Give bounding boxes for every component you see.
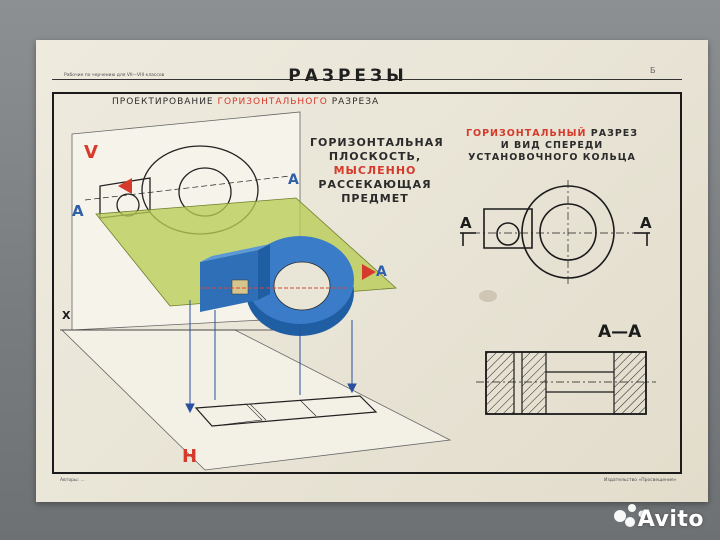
label-h: H [182, 446, 198, 467]
h-section [194, 395, 378, 427]
subtitle-highlight: ГОРИЗОНТАЛЬНОГО [217, 97, 328, 107]
avito-watermark: Avito [638, 507, 704, 532]
poster-frame [52, 92, 682, 474]
a-markers [460, 232, 650, 246]
bottom-right-note: Издательство «Просвещение» [604, 478, 677, 483]
section-arrows [118, 178, 376, 280]
corner-mark: Б [650, 66, 656, 75]
h-plane [61, 329, 452, 471]
avito-brand: Avito [637, 507, 704, 532]
right-caption-line1: ГОРИЗОНТАЛЬНЫЙ РАЗРЕЗ [462, 128, 642, 140]
center-caption-line3: МЫСЛЕННО [333, 164, 417, 177]
right-caption-line2: И ВИД СПЕРЕДИ [500, 140, 604, 151]
subtitle-suffix: РАЗРЕЗА [327, 97, 380, 107]
center-caption-line5: ПРЕДМЕТ [341, 192, 409, 205]
avito-logo-icon [614, 504, 646, 527]
section-label: А—А [598, 322, 642, 342]
label-a-top: А [288, 172, 299, 188]
stain [479, 290, 497, 302]
center-caption-line1: ГОРИЗОНТАЛЬНАЯ [310, 136, 444, 149]
bottom-left-note: Авторы: ... [60, 478, 85, 483]
center-caption-line2: ПЛОСКОСТЬ, [328, 150, 422, 163]
subtitle-prefix: ПРОЕКТИРОВАНИЕ [112, 97, 218, 107]
right-caption: ГОРИЗОНТАЛЬНЫЙ РАЗРЕЗ И ВИД СПЕРЕДИ УСТА… [462, 128, 642, 164]
center-caption-line4: РАССЕКАЮЩАЯ [318, 178, 432, 191]
right-caption-highlight: ГОРИЗОНТАЛЬНЫЙ [465, 128, 587, 139]
right-caption-suffix: РАЗРЕЗ [586, 128, 639, 139]
poster-subtitle: ПРОЕКТИРОВАНИЕ ГОРИЗОНТАЛЬНОГО РАЗРЕЗА [112, 97, 379, 107]
right-caption-line3: УСТАНОВОЧНОГО КОЛЬЦА [468, 152, 636, 163]
projection-lines [185, 300, 357, 414]
label-a-plane: А [376, 264, 387, 280]
label-v: V [84, 142, 98, 163]
section-aa [476, 351, 656, 415]
label-a-left: А [72, 202, 84, 220]
top-note: Рабочие по черчению для VII—VIII классов [64, 73, 165, 78]
frame-header-line [52, 79, 682, 93]
center-caption: ГОРИЗОНТАЛЬНАЯ ПЛОСКОСТЬ, МЫСЛЕННО РАССЕ… [310, 136, 444, 206]
label-a-view-left: А [460, 214, 472, 232]
label-x: X [62, 309, 71, 322]
blue-ring-object [200, 236, 354, 336]
poster-title: РАЗРЕЗЫ [288, 66, 408, 86]
front-view [483, 185, 615, 279]
label-a-view-right: А [640, 214, 652, 232]
